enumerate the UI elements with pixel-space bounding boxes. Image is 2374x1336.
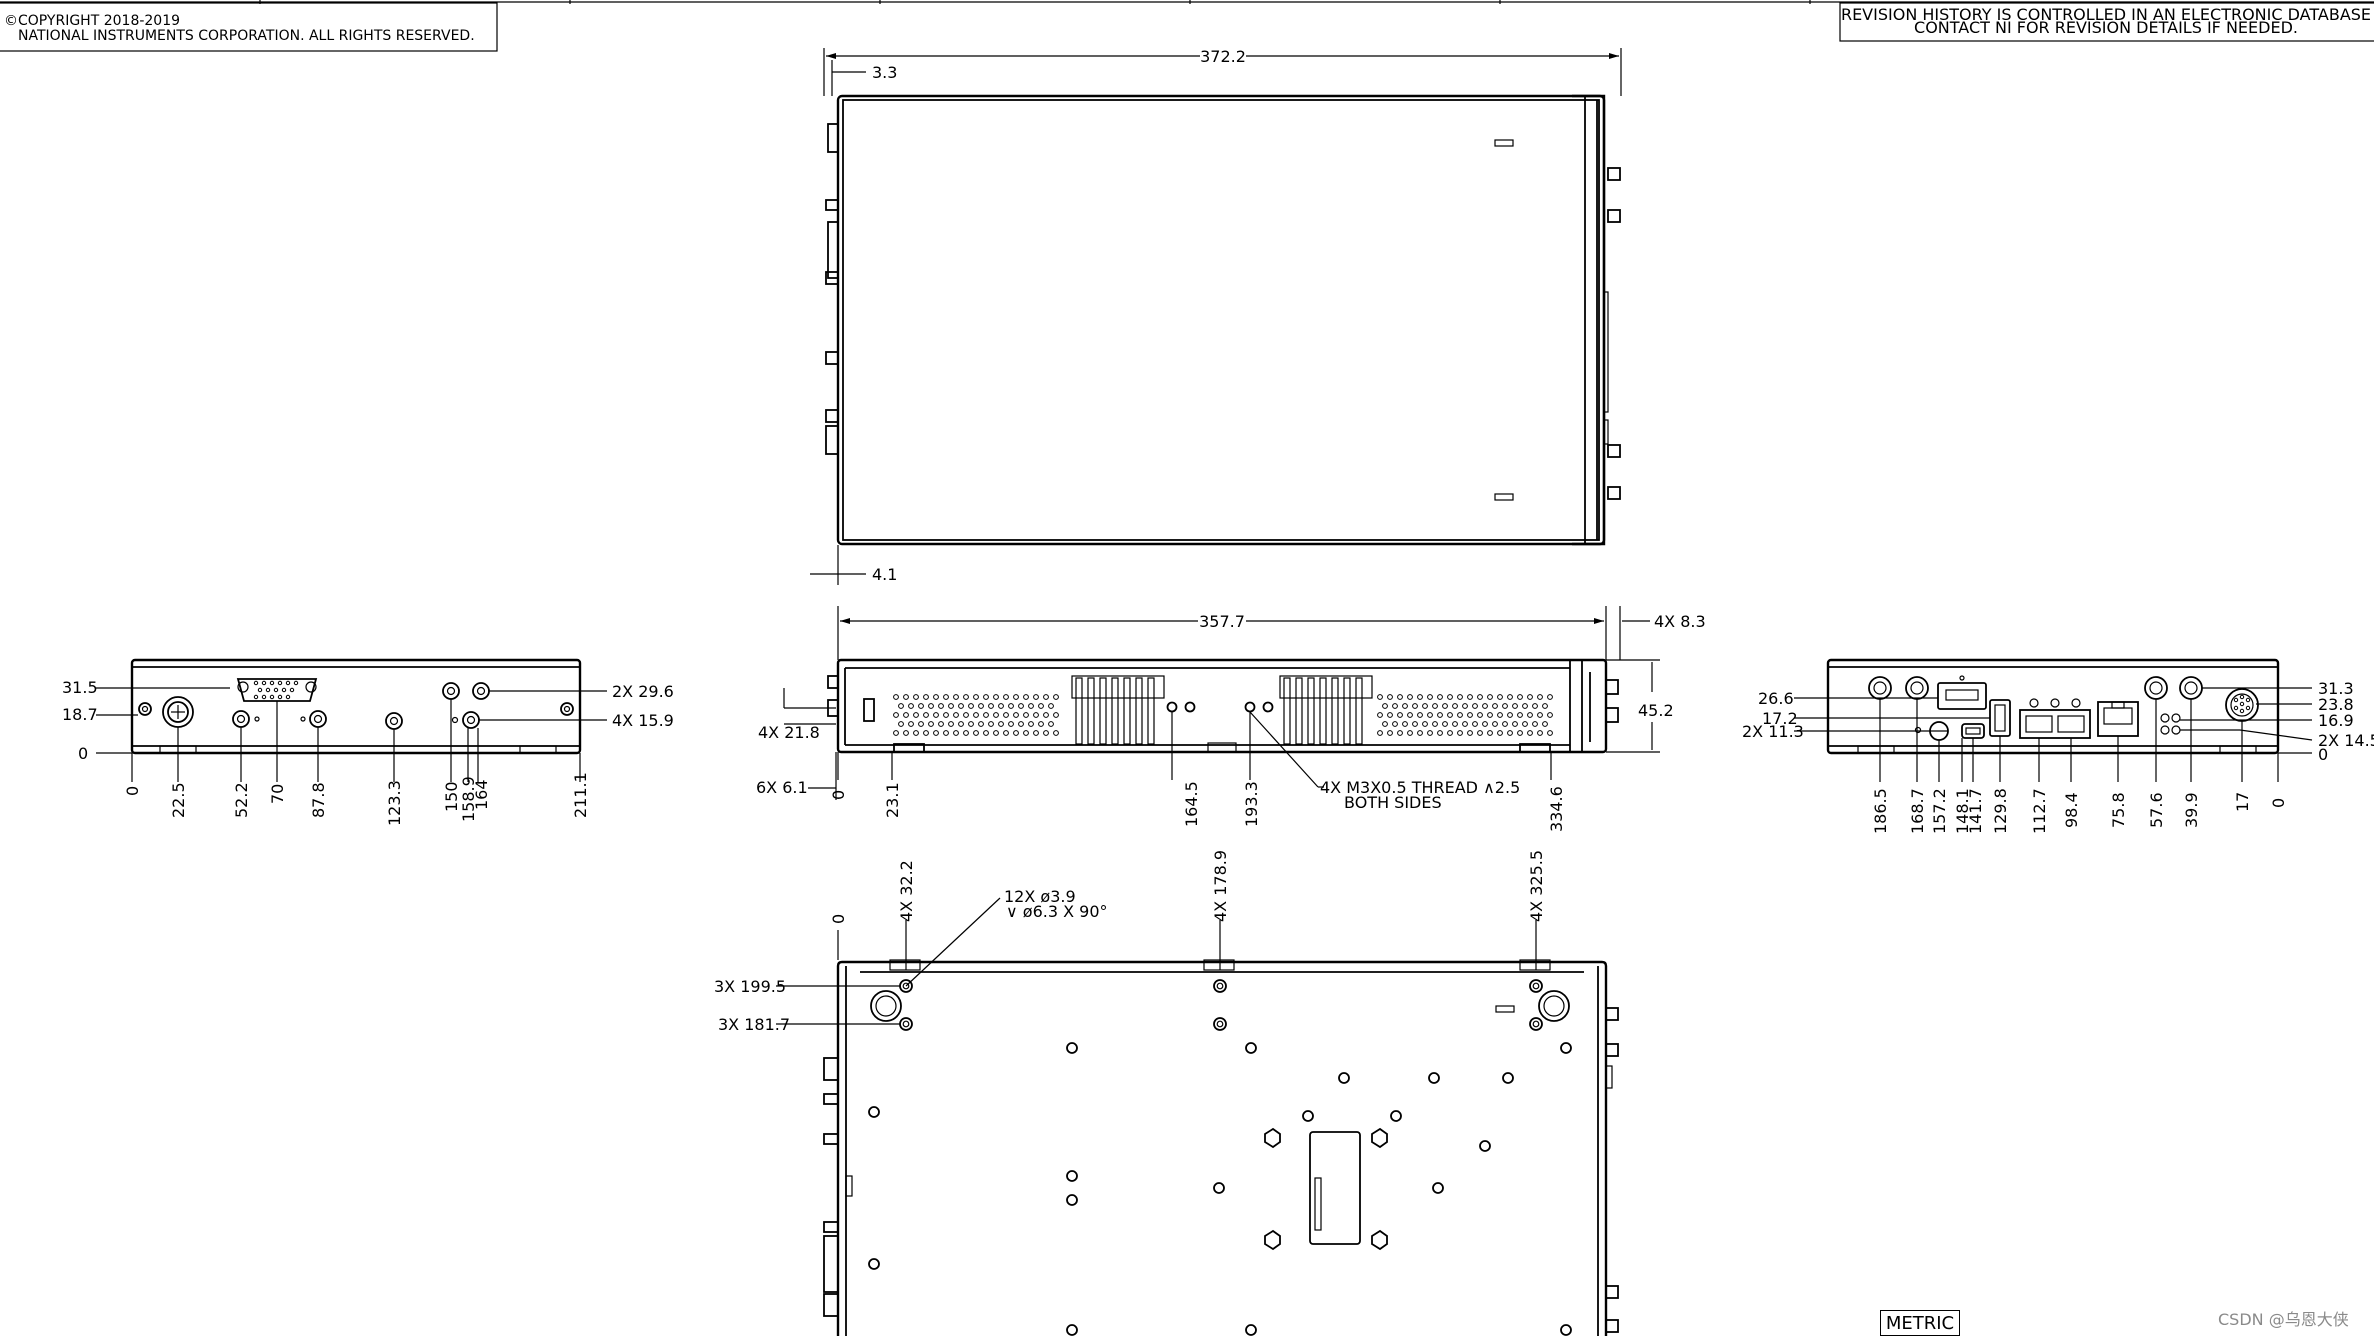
thread-note-line-1: 4X M3X0.5 THREAD ∧2.5 [1320, 778, 1520, 797]
front-view-bottom-dim-3: 193.3 [1242, 781, 1261, 827]
right-panel-bottom-dim-1: 168.7 [1908, 788, 1927, 834]
revision-block: REVISION HISTORY IS CONTROLLED IN AN ELE… [1839, 2, 2374, 42]
front-view-left-callout-2: 6X 6.1 [756, 778, 808, 797]
left-panel-left-dim-0: 31.5 [62, 678, 98, 697]
left-panel-left-dim-2: 0 [78, 744, 88, 763]
right-panel-bottom-dim-6: 112.7 [2030, 788, 2049, 834]
bottom-view-top-dim-1: 4X 178.9 [1211, 850, 1230, 922]
front-view-left-callout-1: 4X 21.8 [758, 723, 820, 742]
right-panel-bottom-dim-10: 39.9 [2182, 792, 2201, 828]
right-panel-right-dim-2: 16.9 [2318, 711, 2354, 730]
left-panel-bottom-dim-1: 22.5 [169, 782, 188, 818]
bottom-view-top-dim-0: 4X 32.2 [897, 860, 916, 922]
left-panel-bottom-dim-4: 87.8 [309, 782, 328, 818]
vent-grill-left [893, 694, 1059, 736]
right-panel-left-dim-2: 2X 11.3 [1742, 722, 1804, 741]
front-view-bottom-dim-4: 334.6 [1547, 786, 1566, 832]
top-view: 372.2 3.3 4.1 [810, 47, 1622, 585]
bottom-view: 0 4X 32.2 4X 178.9 4X 325.5 12X ø3.9 ∨ ø… [714, 850, 1619, 1336]
right-panel-bottom-dim-3: 148.1 [1953, 788, 1972, 834]
left-panel-bottom-dim-3: 70 [268, 784, 287, 804]
top-view-left-offset-dim: 3.3 [872, 63, 897, 82]
copyright-line-1: ©COPYRIGHT 2018-2019 [4, 13, 180, 29]
left-panel-left-dim-1: 18.7 [62, 705, 98, 724]
left-panel-bottom-dim-7: 158.9 [459, 776, 478, 822]
right-panel-view: 26.6 17.2 2X 11.3 31.3 23.8 16.9 2X 14.5… [1742, 658, 2374, 834]
copyright-block: ©COPYRIGHT 2018-2019 NATIONAL INSTRUMENT… [0, 2, 498, 52]
right-panel-right-dim-4: 0 [2318, 745, 2328, 764]
bottom-view-zero-dim: 0 [829, 914, 848, 924]
left-panel-bottom-dim-0: 0 [123, 786, 142, 796]
right-panel-right-dim-1: 23.8 [2318, 695, 2354, 714]
left-panel-right-dim-0: 2X 29.6 [612, 682, 674, 701]
left-panel-bottom-dim-2: 52.2 [232, 782, 251, 818]
front-view-foot-callout: 4X 8.3 [1654, 612, 1706, 631]
heatsink-fins-right [1279, 675, 1373, 745]
left-panel-right-dim-1: 4X 15.9 [612, 711, 674, 730]
right-panel-bottom-dim-5: 129.8 [1991, 788, 2010, 834]
right-panel-bottom-dim-9: 57.6 [2147, 792, 2166, 828]
right-panel-bottom-dim-8: 75.8 [2109, 792, 2128, 828]
right-panel-bottom-dim-7: 98.4 [2062, 792, 2081, 828]
front-view-width-dim: 357.7 [1199, 612, 1245, 631]
right-panel-bottom-dim-11: 17 [2233, 792, 2252, 812]
front-view: 357.7 4X 8.3 45.2 [756, 606, 1706, 832]
vent-grill-right [1377, 694, 1553, 736]
right-panel-right-dim-3: 2X 14.5 [2318, 731, 2374, 750]
csdn-watermark: CSDN @乌恩大侠 [2218, 1310, 2349, 1329]
bottom-view-top-dim-2: 4X 325.5 [1527, 850, 1546, 922]
revision-line-2: CONTACT NI FOR REVISION DETAILS IF NEEDE… [1914, 18, 2298, 37]
thread-note-line-2: BOTH SIDES [1344, 793, 1442, 812]
hole-note-line-2: ∨ ø6.3 X 90° [1006, 902, 1108, 921]
front-view-bottom-dim-2: 164.5 [1182, 781, 1201, 827]
metric-label: METRIC [1880, 1310, 1960, 1336]
left-panel-view: 31.5 18.7 0 2X 29.6 4X 15.9 0 22.5 52.2 … [62, 658, 674, 826]
bottom-view-left-dim-1: 3X 181.7 [718, 1015, 790, 1034]
right-panel-bottom-dim-0: 186.5 [1871, 788, 1890, 834]
left-panel-bottom-dim-9: 211.1 [571, 772, 590, 818]
top-view-width-dim: 372.2 [1200, 47, 1246, 66]
revision-line-1: REVISION HISTORY IS CONTROLLED IN AN ELE… [1841, 5, 2371, 24]
front-view-bottom-dim-1: 23.1 [883, 782, 902, 818]
left-panel-bottom-dim-8: 164 [472, 779, 491, 810]
right-panel-left-dim-0: 26.6 [1758, 689, 1794, 708]
left-panel-bottom-dim-6: 150 [442, 781, 461, 812]
title-strip [0, 0, 2374, 4]
copyright-line-2: NATIONAL INSTRUMENTS CORPORATION. ALL RI… [18, 28, 475, 44]
front-view-bottom-dim-0: 0 [829, 790, 848, 800]
left-panel-bottom-dim-5: 123.3 [385, 780, 404, 826]
front-view-height-dim: 45.2 [1638, 701, 1674, 720]
right-panel-bottom-dim-12: 0 [2269, 798, 2288, 808]
heatsink-fins-left [1071, 675, 1165, 745]
right-panel-left-dim-1: 17.2 [1762, 709, 1798, 728]
right-panel-right-dim-0: 31.3 [2318, 679, 2354, 698]
right-panel-bottom-dim-4: 141.7 [1966, 788, 1985, 834]
top-view-bottom-offset-dim: 4.1 [872, 565, 897, 584]
right-panel-bottom-dim-2: 157.2 [1930, 788, 1949, 834]
bottom-view-left-dim-0: 3X 199.5 [714, 977, 786, 996]
hole-note-line-1: 12X ø3.9 [1004, 887, 1076, 906]
